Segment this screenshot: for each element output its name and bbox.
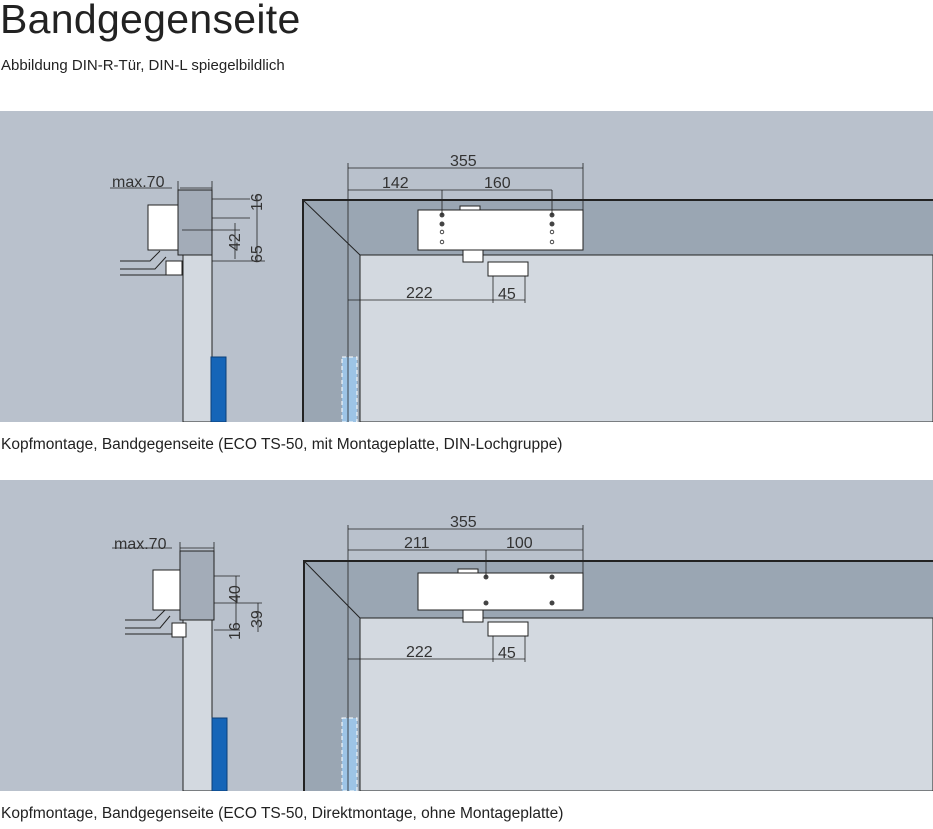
dim-left-a: 16 <box>249 193 266 211</box>
dim-left-a: 40 <box>227 585 244 603</box>
dim-arm2: 45 <box>498 286 516 303</box>
dim-seg1: 211 <box>404 535 430 552</box>
dim-left-b: 16 <box>227 622 244 640</box>
figure-1-caption: Kopfmontage, Bandgegenseite (ECO TS-50, … <box>1 436 563 453</box>
page-subtitle: Abbildung DIN-R-Tür, DIN-L spiegelbildli… <box>1 57 285 74</box>
dim-left-c: 65 <box>249 245 266 263</box>
figure-2-caption: Kopfmontage, Bandgegenseite (ECO TS-50, … <box>1 805 564 822</box>
dim-seg2: 160 <box>484 175 511 192</box>
dim-left-b: 42 <box>227 233 244 251</box>
dim-arm2: 45 <box>498 645 516 662</box>
dim-max70: max.70 <box>112 174 165 191</box>
figure-1-drawing: max.70 16 42 65 355 142 160 222 45 <box>0 111 933 423</box>
dim-arm1: 222 <box>406 644 433 661</box>
dim-total: 355 <box>450 153 477 170</box>
dim-max70: max.70 <box>114 536 167 553</box>
dim-arm1: 222 <box>406 285 433 302</box>
dim-left-c: 39 <box>249 610 266 628</box>
figure-2-drawing: max.70 40 16 39 355 211 100 222 45 <box>0 480 933 792</box>
dim-seg1: 142 <box>382 175 409 192</box>
page-title: Bandgegenseite <box>0 0 301 42</box>
dim-total: 355 <box>450 514 477 531</box>
dim-seg2: 100 <box>506 535 533 552</box>
